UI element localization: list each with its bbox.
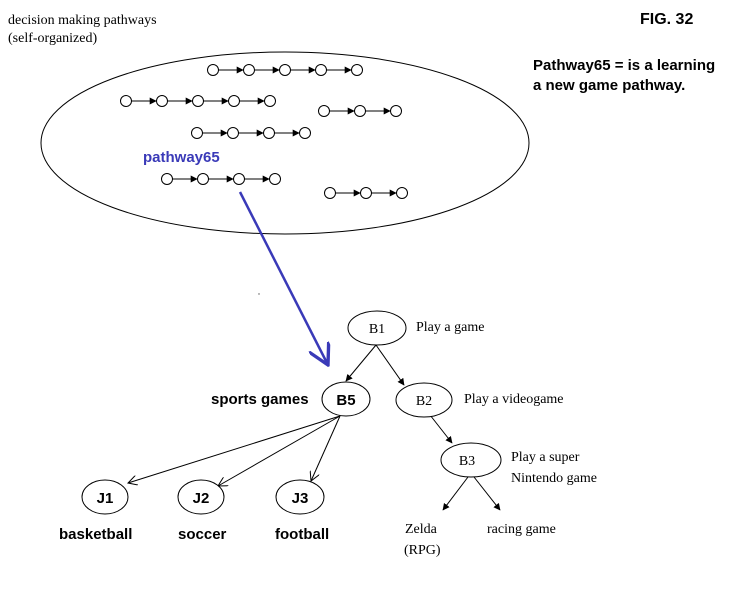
pathway-node — [299, 127, 311, 139]
node-j1-desc: basketball — [59, 526, 132, 543]
node-b5-desc: sports games — [211, 391, 309, 408]
node-b3-id: B3 — [459, 454, 475, 469]
node-b5-id: B5 — [336, 392, 355, 409]
pathway-node — [243, 64, 255, 76]
pathway-node — [390, 105, 402, 117]
pathway-node — [360, 187, 372, 199]
node-j2-id: J2 — [193, 490, 210, 507]
pathway-node — [315, 64, 327, 76]
node-b1-desc: Play a game — [416, 320, 484, 335]
pool-title-line1: decision making pathways — [8, 13, 157, 28]
node-b3-desc-line2: Nintendo game — [511, 471, 597, 486]
node-j3 — [275, 479, 325, 515]
pathway-node — [264, 95, 276, 107]
pathway-node — [191, 127, 203, 139]
pathway-node — [324, 187, 336, 199]
edge-b2-b3 — [429, 414, 453, 444]
node-b2-id: B2 — [416, 394, 432, 409]
node-b3-desc-line1: Play a super — [511, 450, 580, 465]
note-line2: a new game pathway. — [533, 77, 685, 94]
pathway-node — [351, 64, 363, 76]
node-j2-desc: soccer — [178, 526, 227, 543]
node-b1-id: B1 — [369, 322, 385, 337]
leaf-zelda-line2: (RPG) — [404, 543, 441, 558]
node-b3 — [440, 442, 502, 478]
edge-b3-racing — [473, 476, 501, 511]
edge-b1-b5 — [345, 344, 377, 382]
pathway-node — [156, 95, 168, 107]
pool-title-line2: (self-organized) — [8, 31, 97, 46]
pathway-chain-6 — [324, 187, 408, 199]
pathway-node — [207, 64, 219, 76]
pathway65-link-arrow — [238, 191, 328, 365]
pathway-node — [354, 105, 366, 117]
pathway-node — [192, 95, 204, 107]
pathway-pool-ellipse — [40, 51, 530, 235]
node-b1 — [347, 310, 407, 346]
leaf-racing: racing game — [487, 522, 556, 537]
node-j1 — [81, 479, 129, 515]
pathway-node — [263, 127, 275, 139]
node-j2 — [177, 479, 225, 515]
edge-b5-j1 — [128, 415, 341, 483]
pathway-chain-4 — [191, 127, 311, 139]
stray-dot — [258, 293, 260, 295]
pathway-node — [269, 173, 281, 185]
figure-label: FIG. 32 — [640, 11, 693, 28]
node-j3-desc: football — [275, 526, 329, 543]
node-b5 — [321, 381, 371, 417]
edge-b5-j2 — [218, 415, 341, 486]
pathway-chains — [120, 64, 408, 199]
pathway65-chain — [161, 173, 281, 185]
pathway-chain-2 — [120, 95, 276, 107]
note-line1: Pathway65 = is a learning — [533, 57, 715, 74]
pathway-node — [279, 64, 291, 76]
pathway-node — [233, 173, 245, 185]
edge-b1-b2 — [375, 344, 405, 386]
leaf-zelda-line1: Zelda — [405, 522, 438, 537]
pathway-node — [318, 105, 330, 117]
pathway65-label: pathway65 — [143, 149, 220, 166]
edge-b3-zelda — [442, 476, 469, 511]
pathway-node — [228, 95, 240, 107]
pathway-node — [197, 173, 209, 185]
node-j1-id: J1 — [97, 490, 114, 507]
edge-b5-j3 — [311, 415, 341, 481]
pathway-node — [396, 187, 408, 199]
pathway-chain-3 — [318, 105, 402, 117]
node-j3-id: J3 — [292, 490, 309, 507]
node-b2-desc: Play a videogame — [464, 392, 564, 407]
pathway-chain-1 — [207, 64, 363, 76]
pathway-node — [227, 127, 239, 139]
pathway-node — [161, 173, 173, 185]
pathway-node — [120, 95, 132, 107]
node-b2 — [395, 382, 453, 418]
